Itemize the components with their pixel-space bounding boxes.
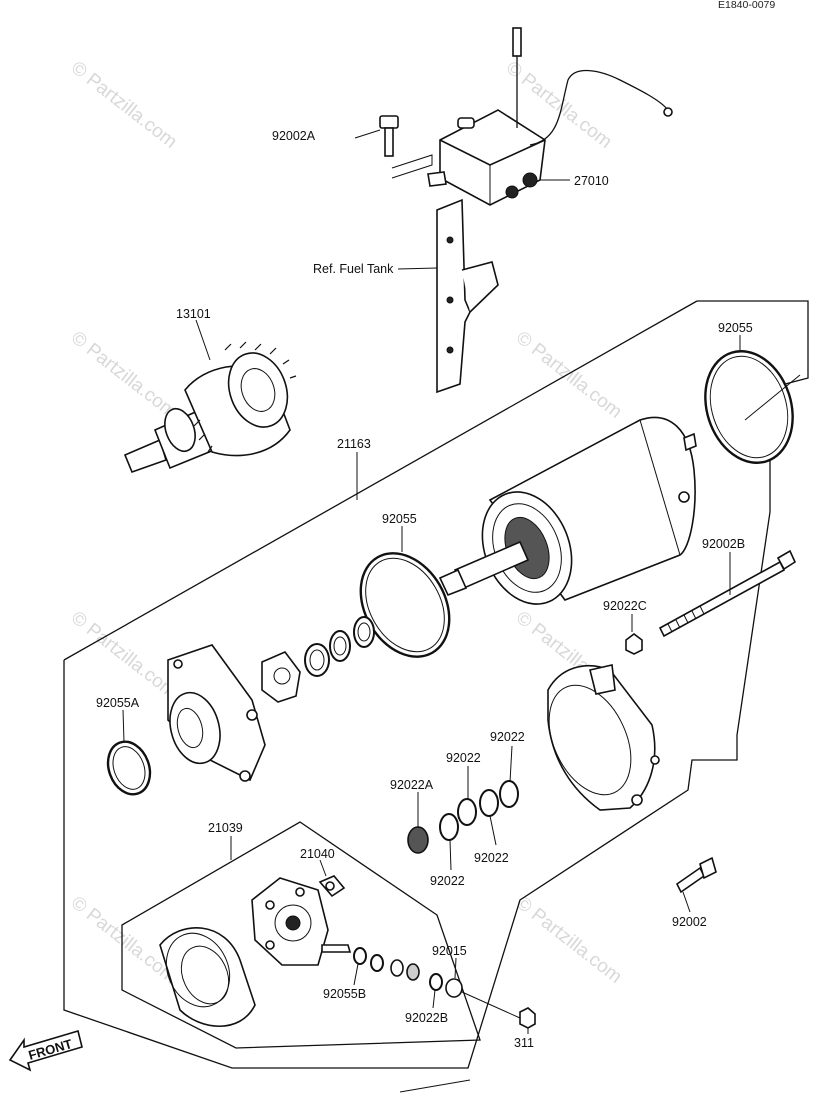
starter-relay [427, 27, 673, 206]
watermark-3: © Partzilla.com [67, 327, 181, 422]
label-92022b: 92022B [405, 1011, 448, 1025]
fuel-tank-bracket [436, 198, 499, 394]
assembly-outline-21163 [63, 300, 809, 1069]
label-21039: 21039 [208, 821, 243, 835]
o-ring-92055-top [704, 350, 801, 464]
watermark-1: © Partzilla.com [67, 57, 181, 152]
rear-cover [547, 664, 660, 811]
bolt-92002a [379, 115, 433, 179]
label-92002a: 92002A [272, 129, 316, 143]
yoke-housing [159, 927, 256, 1027]
label-92015: 92015 [432, 944, 467, 958]
label-92022-a: 92022 [490, 730, 525, 744]
outline-bottom-tail [399, 1079, 471, 1093]
label-92022-c: 92022 [474, 851, 509, 865]
label-92055a: 92055A [96, 696, 140, 710]
label-92055-middle: 92055 [382, 512, 417, 526]
o-ring-92055a [106, 740, 152, 796]
starter-motor [438, 416, 697, 605]
label-92002: 92002 [672, 915, 707, 929]
label-92002b: 92002B [702, 537, 745, 551]
label-13101: 13101 [176, 307, 211, 321]
bolt-92002 [675, 856, 717, 894]
label-92055b: 92055B [323, 987, 366, 1001]
nut-92022c [625, 633, 643, 655]
label-92022c: 92022C [603, 599, 647, 613]
washer-stack [407, 780, 519, 854]
through-bolt-92002b [658, 549, 797, 638]
watermark-8: © Partzilla.com [512, 892, 626, 987]
diagram-code: E1840-0079 [718, 0, 775, 11]
watermark-4: © Partzilla.com [512, 327, 626, 422]
label-ref-fuel-tank: Ref. Fuel Tank [313, 262, 394, 276]
front-cover [167, 644, 266, 782]
label-92022a: 92022A [390, 778, 434, 792]
label-21163: 21163 [337, 437, 371, 451]
brush-holder [251, 875, 352, 966]
starter-clutch-gear [123, 341, 297, 474]
thrust-washers [261, 616, 375, 703]
watermark-5: © Partzilla.com [67, 607, 181, 702]
label-92055-top: 92055 [718, 321, 753, 335]
label-21040: 21040 [300, 847, 335, 861]
leader-lines [122, 129, 741, 1034]
label-92022-b: 92022 [446, 751, 481, 765]
label-27010: 27010 [574, 174, 609, 188]
subassembly-outline-21039 [121, 821, 481, 1049]
o-ring-92055-middle [359, 552, 451, 658]
part-labels: 92002A 27010 Ref. Fuel Tank 13101 92055 … [96, 129, 753, 1050]
terminal-hardware [353, 947, 536, 1029]
assembly-outline-top-edge [63, 300, 698, 661]
label-92022-d: 92022 [430, 874, 465, 888]
front-direction-marker: FRONT [8, 1029, 83, 1072]
label-311: 311 [514, 1036, 534, 1050]
